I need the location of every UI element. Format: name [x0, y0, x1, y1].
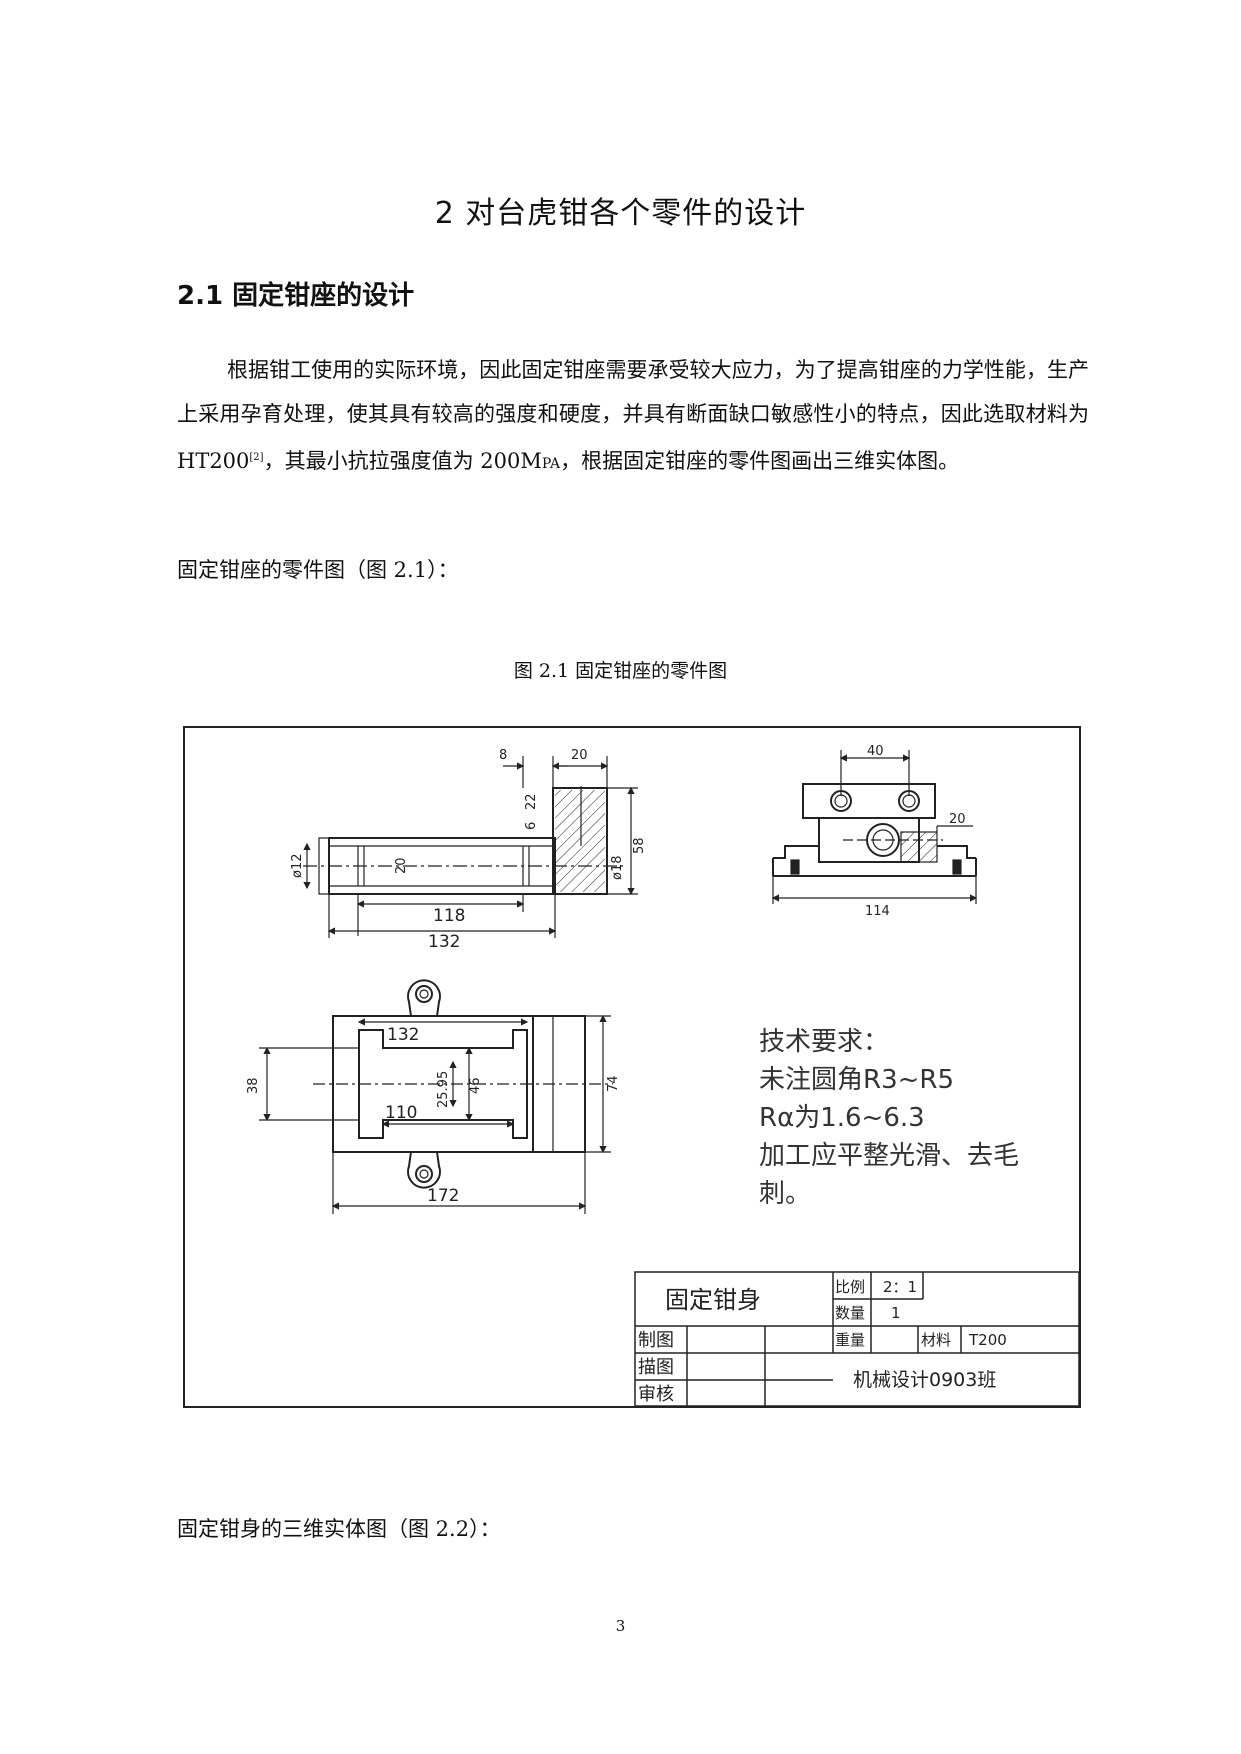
- title-scale-label: 比例: [835, 1278, 865, 1296]
- title-scale-value: 2：1: [883, 1278, 917, 1296]
- dim-front-8: 8: [499, 748, 507, 763]
- title-quantity-value: 1: [891, 1304, 901, 1322]
- tech-req-line2: Rα为1.6~6.3: [759, 1103, 925, 1133]
- drawing-border: [183, 726, 1081, 1408]
- dim-side-20: 20: [949, 812, 966, 827]
- title-checked-label: 审核: [638, 1384, 674, 1405]
- dim-front-118: 118: [433, 906, 465, 926]
- figure-intro: 固定钳座的零件图（图 2.1）：: [177, 558, 459, 582]
- figure22-intro: 固定钳身的三维实体图（图 2.2）：: [177, 1517, 501, 1541]
- dim-top-132: 132: [387, 1025, 419, 1045]
- dim-front-20a: 20: [571, 748, 588, 763]
- dim-side-40: 40: [867, 744, 884, 759]
- dim-front-6: 6: [524, 822, 539, 830]
- paragraph-text-2: ，其最小抗拉强度值为 200M: [263, 449, 542, 473]
- title-class-name: 机械设计0903班: [853, 1369, 996, 1391]
- tech-req-line3: 加工应平整光滑、去毛: [759, 1141, 1019, 1171]
- dim-top-46: 46: [468, 1077, 483, 1094]
- chapter-title: 2 对台虎钳各个零件的设计: [434, 196, 807, 231]
- tech-req-title: 技术要求：: [759, 1027, 889, 1057]
- engineering-drawing: 8 20 22 6 58 ø12 20 ø18 118 132: [183, 726, 1081, 1408]
- dim-top-74: 74: [606, 1075, 621, 1092]
- title-part-name: 固定钳身: [665, 1286, 761, 1314]
- title-material-value: T200: [968, 1331, 1007, 1349]
- tech-req-line1: 未注圆角R3~R5: [759, 1065, 954, 1095]
- paragraph-text-1: 根据钳工使用的实际环境，因此固定钳座需要承受较大应力，为了提高钳座的力学性能，生…: [177, 358, 1089, 473]
- title-traced-label: 描图: [638, 1357, 674, 1378]
- figure-caption: 图 2.1 固定钳座的零件图: [513, 660, 728, 682]
- body-paragraph: 根据钳工使用的实际环境，因此固定钳座需要承受较大应力，为了提高钳座的力学性能，生…: [177, 348, 1089, 486]
- title-block: [634, 1271, 1080, 1407]
- top-view: [259, 979, 613, 1214]
- title-weight-label: 重量: [835, 1331, 865, 1349]
- tech-req-line4: 刺。: [759, 1179, 811, 1209]
- dim-front-dia18: ø18: [610, 856, 625, 881]
- title-quantity-label: 数量: [835, 1304, 865, 1322]
- paragraph-text-3: ，根据固定钳座的零件图画出三维实体图。: [560, 449, 960, 473]
- dim-front-132: 132: [428, 932, 460, 952]
- dim-front-58: 58: [632, 837, 647, 854]
- side-view: [771, 750, 978, 904]
- page-number: 3: [615, 1617, 626, 1635]
- title-material-label: 材料: [921, 1331, 951, 1349]
- title-drawn-label: 制图: [638, 1330, 674, 1351]
- dim-front-20b: 20: [394, 857, 409, 874]
- unit-pa: PA: [541, 456, 561, 472]
- dim-top-38: 38: [246, 1077, 261, 1094]
- citation-ref[interactable]: [2]: [249, 452, 264, 463]
- section-title: 2.1 固定钳座的设计: [177, 281, 415, 311]
- dim-top-172: 172: [427, 1186, 459, 1206]
- dim-front-dia12: ø12: [290, 854, 305, 879]
- dim-side-114: 114: [865, 904, 890, 919]
- dim-top-110: 110: [385, 1103, 417, 1123]
- tech-requirements: 技术要求： 未注圆角R3~R5 Rα为1.6~6.3 加工应平整光滑、去毛 刺。: [759, 1027, 1019, 1209]
- front-view: [303, 756, 638, 938]
- dim-top-25-95: 25.95: [436, 1071, 451, 1108]
- dim-front-22: 22: [524, 793, 539, 810]
